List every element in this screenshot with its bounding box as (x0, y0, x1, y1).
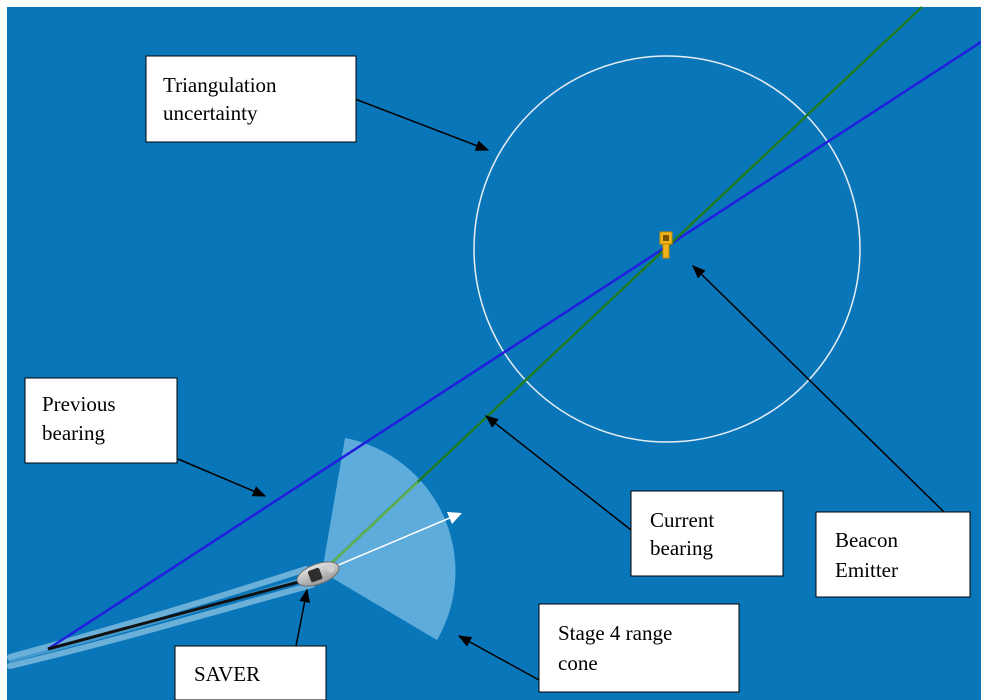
previous-bearing-label: Previous bearing (24, 377, 178, 464)
range-cone-label-line2: cone (558, 651, 598, 675)
previous-bearing-label-line1: Previous (42, 392, 116, 416)
range-cone-label: Stage 4 range cone (538, 603, 740, 693)
saver-label: SAVER (174, 645, 327, 700)
current-bearing-label-line2: bearing (650, 536, 713, 560)
current-bearing-line-in-cone (321, 481, 419, 573)
current-bearing-label-line1: Current (650, 508, 714, 532)
label-pointers (177, 98, 945, 681)
vehicle-track (47, 578, 307, 651)
saver-pointer (295, 588, 310, 647)
saver-label-line1: SAVER (194, 662, 260, 686)
triangulation-label-line2: uncertainty (163, 101, 258, 125)
beacon-label: Beacon Emitter (815, 511, 971, 598)
current-bearing-label: Current bearing (630, 490, 784, 577)
previous-bearing-pointer (177, 458, 267, 497)
previous-bearing-label-line2: bearing (42, 421, 105, 445)
triangulation-label-line1: Triangulation (163, 73, 277, 97)
triangulation-label: Triangulation uncertainty (145, 55, 357, 143)
heading-arrow (321, 512, 462, 573)
previous-bearing-line (47, 40, 981, 651)
saver-vehicle-icon (296, 561, 340, 587)
beacon-label-line2: Emitter (835, 558, 898, 582)
beacon-label-line1: Beacon (835, 528, 898, 552)
range-cone-label-line1: Stage 4 range (558, 621, 672, 645)
range-cone-pointer (457, 635, 540, 681)
beacon-pointer (692, 265, 945, 513)
triangulation-pointer (354, 98, 490, 151)
current-bearing-line (321, 6, 923, 573)
beacon-emitter-icon (659, 231, 673, 259)
current-bearing-pointer (484, 415, 632, 531)
range-cone (322, 438, 456, 640)
triangulation-uncertainty-circle (473, 55, 861, 443)
